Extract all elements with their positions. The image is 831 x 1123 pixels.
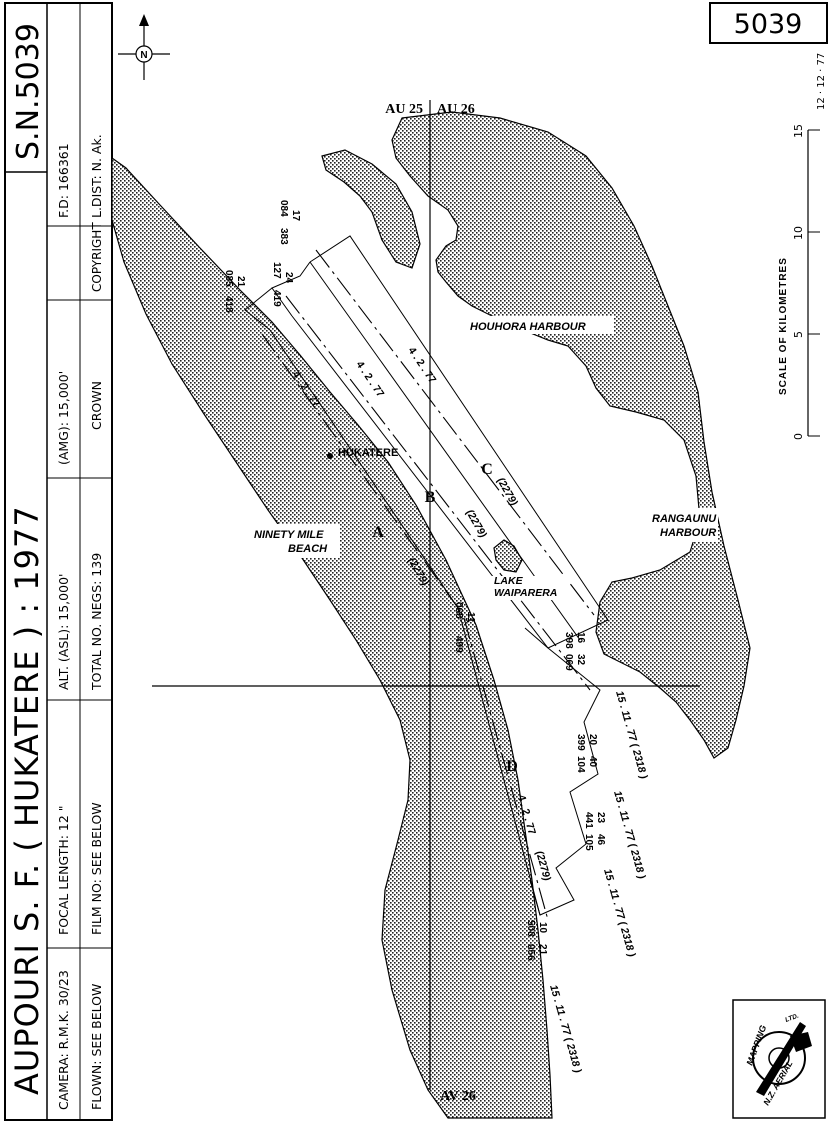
scale-bar: 0 5 10 15 SCALE OF KILOMETRES (778, 124, 820, 440)
fd-field: F.D: 166361 (56, 143, 71, 218)
place-lake: LAKE (494, 575, 524, 587)
run-label-c: C (481, 461, 493, 478)
flight-date-4: 15 . 11 . 77 ( 2318 ) (547, 984, 584, 1075)
place-names: HOUHORA HARBOUR RANGAUNU HARBOUR HUKATER… (250, 316, 718, 600)
grid-label-au26: AU 26 (437, 102, 475, 117)
run-label-b: B (425, 489, 436, 506)
place-ninety-mile: NINETY MILE (254, 529, 324, 541)
photo-11: 11 (465, 612, 476, 623)
place-houhora-harbour: HOUHORA HARBOUR (470, 321, 586, 333)
north-arrow: N (118, 14, 170, 80)
place-rangaunu: RANGAUNU (652, 513, 717, 525)
film-number-field: FILM NO: SEE BELOW (89, 802, 104, 935)
title-block: AUPOURI S. F. ( HUKATERE ) : 1977 S.N.50… (4, 2, 113, 1121)
run-label-d: D (506, 758, 518, 775)
photo-17-ref: 084 (278, 200, 289, 217)
flight-date-3: 15 . 11 . 77 ( 2318 ) (601, 868, 638, 959)
photo-21-d: 21 (537, 944, 548, 956)
photo-20: 20 (587, 734, 598, 746)
serial-number: S.N.5039 (11, 23, 46, 160)
photo-17: 17 (290, 210, 301, 222)
photo-10: 10 (537, 922, 548, 934)
scale-tick-10: 10 (792, 226, 805, 240)
sheet-date: 12 · 12 · 77 (816, 53, 827, 110)
photo-23: 23 (595, 812, 606, 824)
flight-line-c (315, 249, 595, 616)
photo-32: 32 (575, 654, 586, 666)
eastern-land (391, 111, 751, 759)
photo-24: 24 (283, 272, 294, 284)
sheet-grid: AU 25 AU 26 AV 26 (152, 100, 700, 1104)
photo-398: 398 (563, 632, 574, 649)
flight-date-1: 15 . 11 . 77 ( 2318 ) (613, 690, 650, 781)
logo-text-ltd: LTD. (784, 1012, 800, 1023)
photo-383: 383 (278, 228, 289, 245)
focal-length-field: FOCAL LENGTH: 12 " (56, 805, 71, 935)
photo-508: 508 (525, 920, 536, 937)
scale-tick-5: 5 (792, 331, 805, 338)
crown-field: CROWN (89, 381, 104, 430)
flight-line-d (463, 617, 549, 921)
photo-21-ref: 085 (223, 270, 234, 287)
camera-field: CAMERA: R.M.K. 30/23 (56, 970, 71, 1110)
sheet-number-box: 5039 (709, 2, 828, 44)
grid-label-au25: AU 25 (385, 102, 423, 117)
photo-419: 419 (271, 290, 282, 307)
flight-date-2: 15 . 11 . 77 ( 2318 ) (611, 790, 648, 881)
photo-069: 069 (563, 654, 574, 671)
photo-104: 104 (575, 756, 586, 773)
photo-399: 399 (575, 734, 586, 751)
sheet-number: 5039 (734, 9, 803, 40)
place-waiparera: WAIPARERA (494, 587, 557, 599)
photo-418: 418 (223, 296, 234, 313)
photo-21: 21 (235, 276, 246, 288)
land-district-field: L.DIST: N. Ak. (89, 134, 104, 218)
photo-40: 40 (587, 756, 598, 768)
run-c-date: 4 . 2 . 77 (406, 345, 439, 386)
photo-441: 441 (583, 812, 594, 829)
photo-105: 105 (583, 834, 594, 851)
lake-waiparera-shape (493, 539, 523, 573)
company-logo: N.Z. AERIAL MAPPING LTD. (732, 999, 826, 1119)
flown-field: FLOWN: SEE BELOW (89, 984, 104, 1110)
place-rangaunu-harbour: HARBOUR (660, 527, 716, 539)
run-c-film: (2279) (494, 476, 520, 509)
total-negatives-field: TOTAL NO. NEGS: 139 (89, 553, 104, 691)
photo-46: 46 (595, 834, 606, 846)
flight-line-a (261, 333, 469, 623)
place-hukatere: HUKATERE (338, 447, 398, 459)
photo-11-ref: 068 (453, 602, 464, 619)
photo-056: 056 (525, 944, 536, 961)
scale-caption: SCALE OF KILOMETRES (778, 257, 789, 395)
north-letter: N (140, 50, 147, 61)
altitude-amg-field: (AMG): 15,000' (56, 371, 71, 465)
place-beach: BEACH (288, 543, 328, 555)
run-b-film: (2279) (463, 508, 489, 541)
flight-lines (261, 249, 595, 921)
scale-tick-0: 0 (792, 433, 805, 440)
altitude-asl-field: ALT. (ASL): 15,000' (56, 574, 71, 690)
scale-tick-15: 15 (792, 124, 805, 138)
land-masses (111, 111, 751, 1119)
photo-24-ref: 127 (271, 262, 282, 279)
run-d-film: (2279) (533, 850, 553, 883)
flight-line-b (285, 295, 591, 691)
grid-label-av26: AV 26 (440, 1089, 476, 1104)
houhora-peninsula (321, 149, 421, 269)
survey-title: AUPOURI S. F. ( HUKATERE ) : 1977 (8, 505, 46, 1095)
photo-499: 499 (453, 636, 464, 653)
photo-16: 16 (575, 632, 586, 644)
copyright-field: COPYRIGHT (90, 222, 104, 292)
photo-labels: 17 084 383 24 127 419 21 085 418 11 068 … (223, 200, 606, 961)
run-b-date: 4 . 2 . 77 (354, 359, 387, 400)
run-label-a: A (372, 524, 384, 541)
